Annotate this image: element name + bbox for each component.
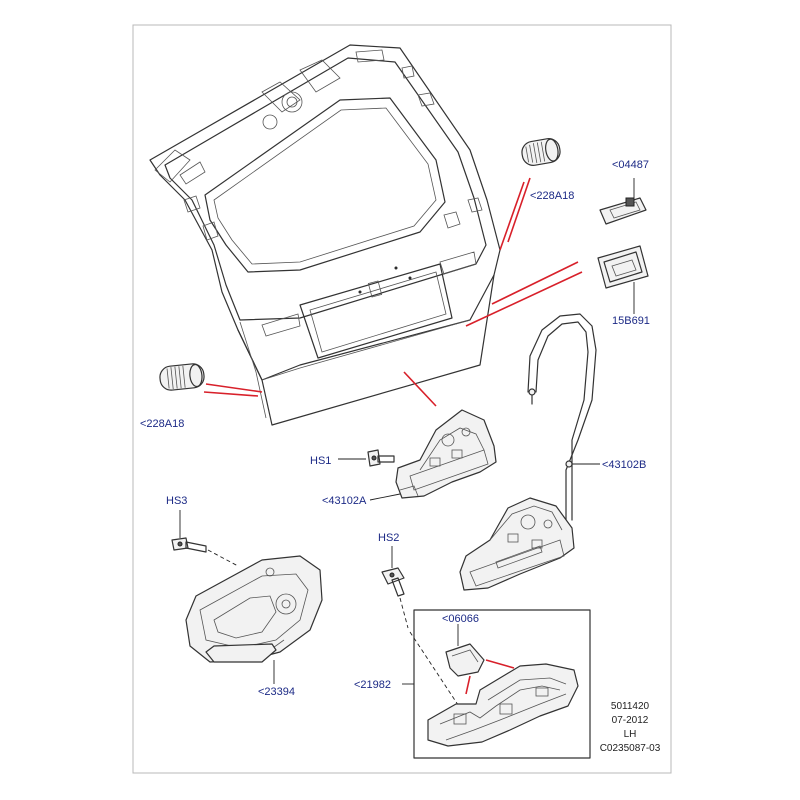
diagram-date: 07-2012 [612, 715, 649, 726]
label-43102b: <43102B [602, 459, 646, 471]
label-21982: <21982 [354, 679, 391, 691]
label-06066: <06066 [442, 613, 479, 625]
label-228a18-lower: <228A18 [140, 418, 184, 430]
handle-inset-box [402, 609, 591, 759]
tailgate-illustration [149, 44, 501, 426]
badge-lamp [599, 178, 647, 225]
label-15b691: 15B691 [612, 315, 650, 327]
latch-assembly-center [395, 409, 497, 499]
latch-assembly-lower [185, 555, 323, 684]
gas-spring-upper [521, 138, 561, 166]
bolt-hs2 [381, 546, 405, 597]
label-hs2: HS2 [378, 532, 399, 544]
bolt-hs1 [338, 449, 395, 467]
diagram-frame [132, 24, 672, 774]
diagram-side: LH [624, 729, 637, 740]
label-23394: <23394 [258, 686, 295, 698]
latch-assembly-right [459, 497, 575, 591]
label-hs1: HS1 [310, 455, 331, 467]
label-228a18-upper: <228A18 [530, 190, 574, 202]
diagram-ref: C0235087-03 [600, 743, 661, 754]
gas-spring-lower [159, 363, 205, 391]
release-cable [527, 313, 600, 521]
label-04487: <04487 [612, 159, 649, 171]
bolt-hs3 [171, 510, 207, 553]
label-hs3: HS3 [166, 495, 187, 507]
release-switch [597, 245, 649, 314]
label-43102a: <43102A [322, 495, 367, 507]
diagram-code: 5011420 [611, 701, 650, 712]
